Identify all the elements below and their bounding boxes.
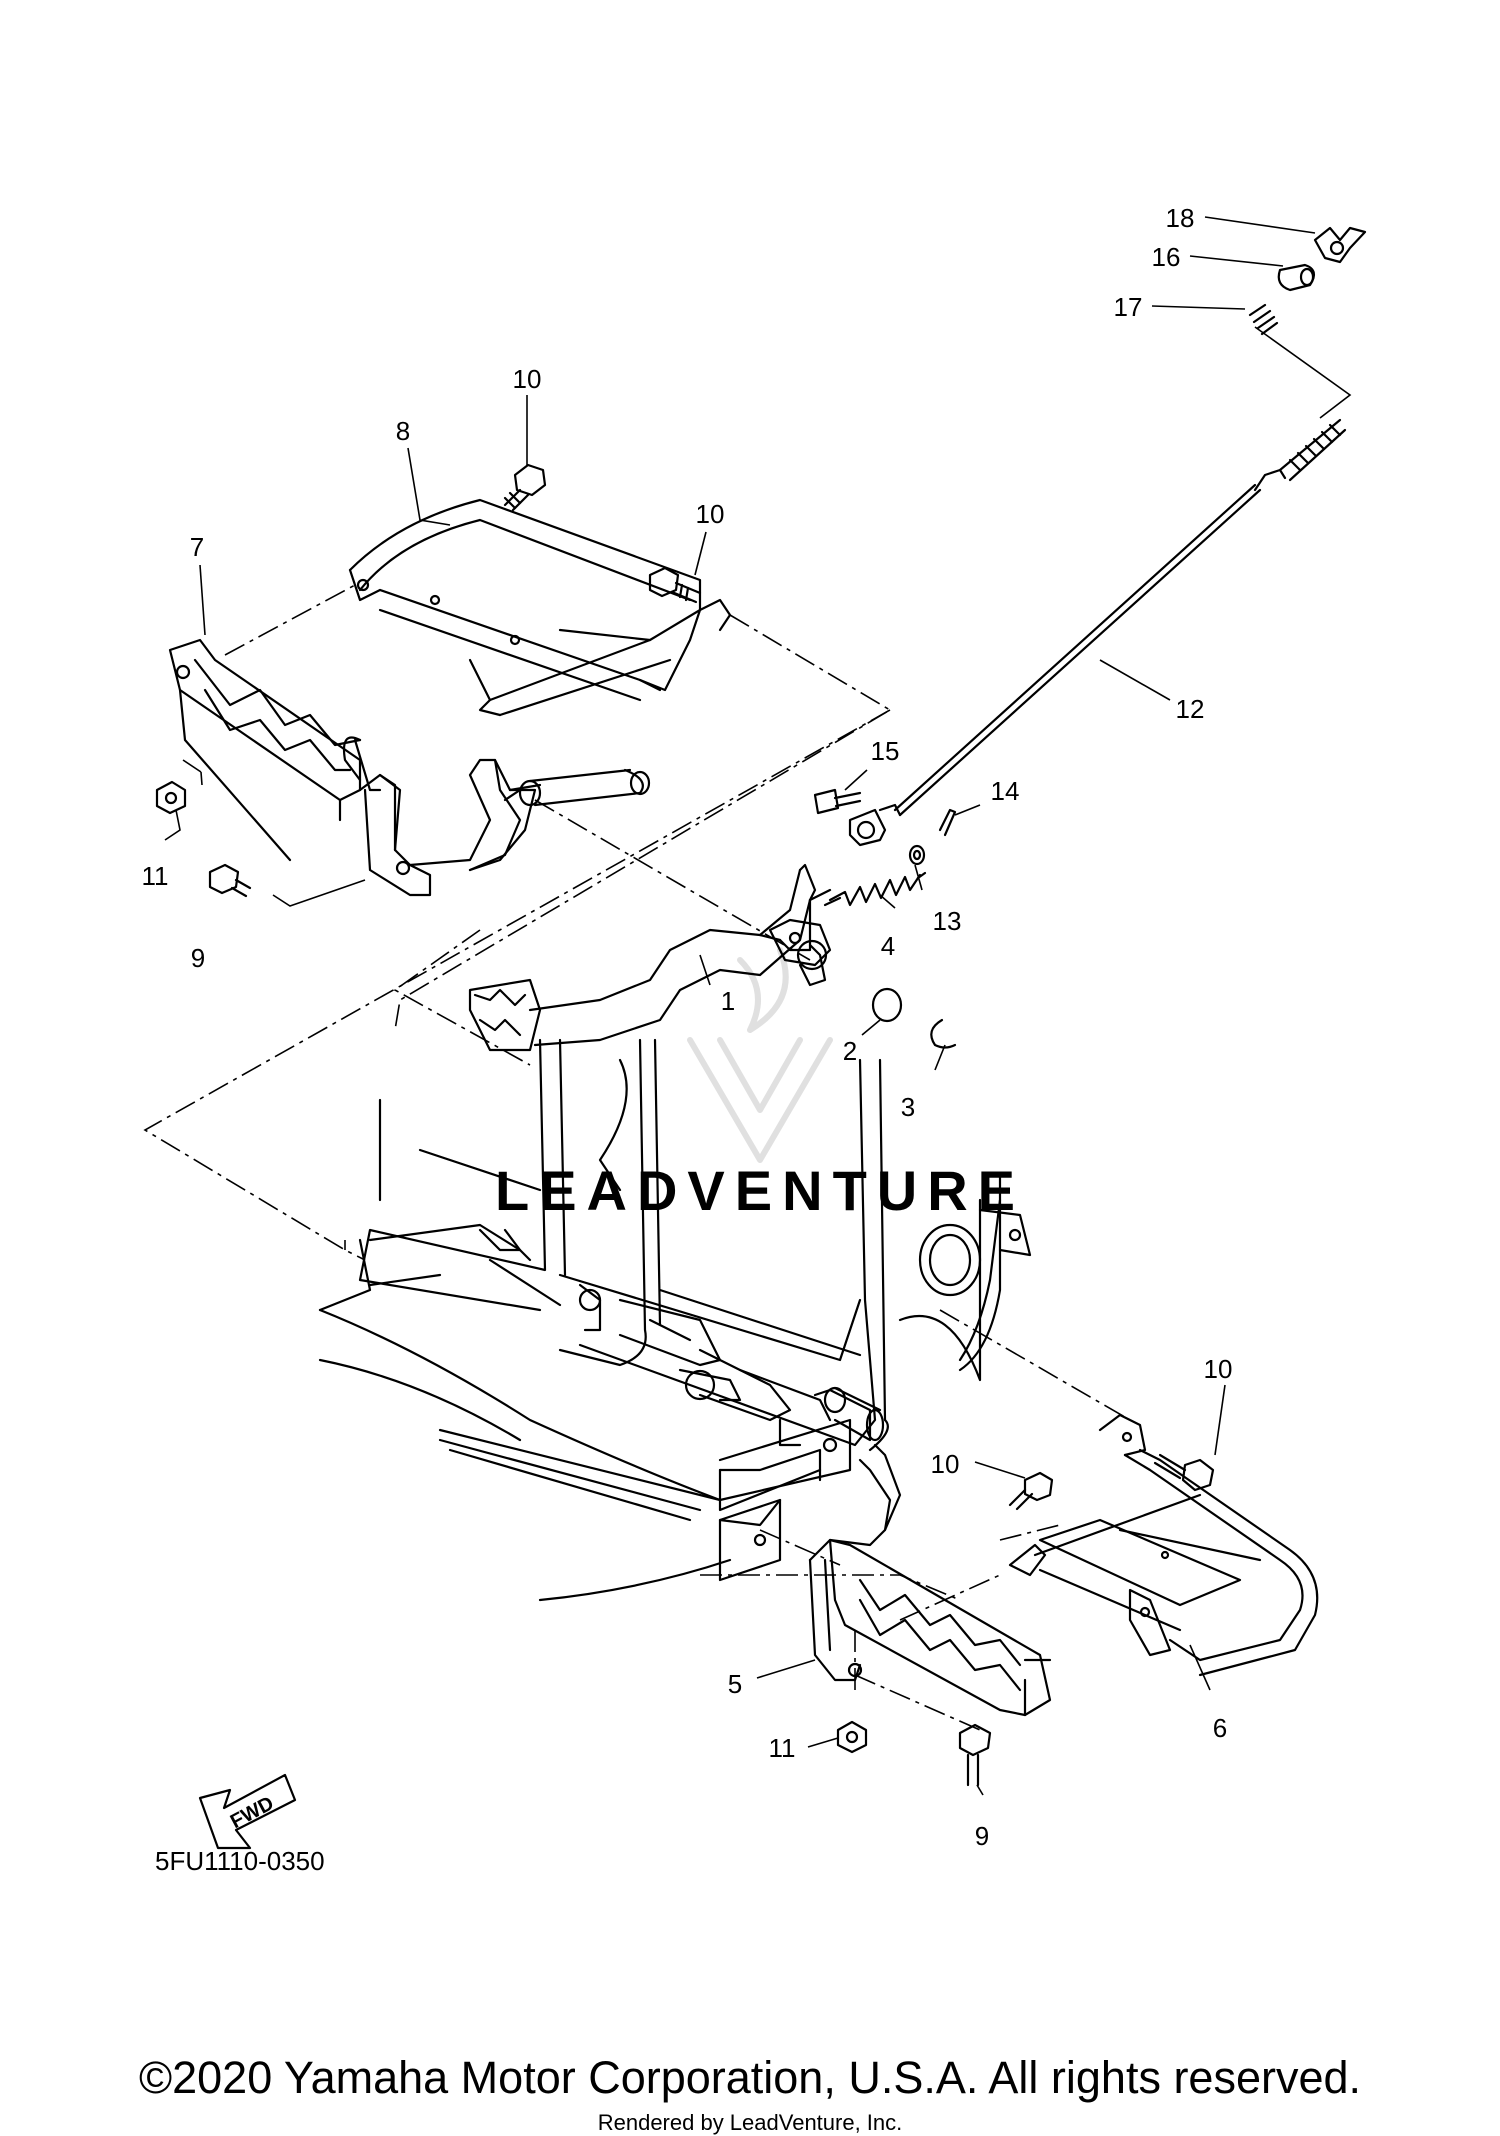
callout-7: 7 [190, 532, 204, 562]
bolt-15 [813, 788, 862, 815]
callout-9-right: 9 [975, 1821, 989, 1851]
clip-3 [930, 1018, 957, 1049]
footrest-left-7 [168, 638, 362, 862]
callout-12: 12 [1176, 694, 1205, 724]
nut-11-right [836, 1720, 868, 1754]
fwd-arrow [198, 1773, 297, 1850]
callout-18: 18 [1166, 203, 1195, 233]
part-code: 5FU1110-0350 [155, 1846, 325, 1876]
washer-2 [871, 987, 903, 1023]
leader-lines [164, 216, 1352, 1796]
callout-14: 14 [991, 776, 1020, 806]
bolt-10-right-b [1008, 1471, 1054, 1511]
washer-13 [908, 844, 926, 866]
watermark-text: LEADVENTURE [495, 1159, 1025, 1222]
callout-15: 15 [871, 736, 900, 766]
callout-13: 13 [933, 906, 962, 936]
callout-17: 17 [1114, 292, 1143, 322]
callout-labels: 18 16 17 10 8 10 7 12 15 14 11 13 4 9 1 … [142, 203, 1233, 1876]
footrest-right-5 [828, 1538, 1052, 1717]
spring-4 [823, 871, 927, 907]
callout-6: 6 [1213, 1713, 1227, 1743]
callout-2: 2 [843, 1036, 857, 1066]
bolt-10-right-a [1153, 1453, 1215, 1492]
front-bracket-6 [1008, 1413, 1319, 1677]
rendered-by-credit: Rendered by LeadVenture, Inc. [597, 2110, 903, 2135]
bolt-10-top [503, 463, 547, 512]
cotter-pin-14 [938, 808, 957, 837]
adjuster-nut-18 [1313, 226, 1367, 264]
watermark-logo [687, 947, 833, 1163]
callout-3: 3 [901, 1092, 915, 1122]
rod-12 [893, 418, 1347, 817]
bolt-9-left [208, 863, 252, 898]
fwd-label: FWD [227, 1792, 278, 1833]
callout-10-mid: 10 [696, 499, 725, 529]
callout-11-left: 11 [142, 861, 169, 891]
callout-10-top: 10 [513, 364, 542, 394]
callout-9-left: 9 [191, 943, 205, 973]
nut-11-left [155, 780, 187, 815]
copyright-notice: ©2020 Yamaha Motor Corporation, U.S.A. A… [138, 2052, 1362, 2103]
callout-4: 4 [881, 931, 895, 961]
brake-pedal-1 [468, 863, 832, 1052]
callout-16: 16 [1152, 242, 1181, 272]
spring-17 [1248, 303, 1279, 336]
callout-10-right-a: 10 [1204, 1354, 1233, 1384]
frame [318, 1038, 1032, 1602]
bolt-10-mid [648, 566, 702, 604]
joint-16 [1277, 263, 1316, 292]
callout-10-right-b: 10 [931, 1449, 960, 1479]
bracket-left [342, 736, 651, 897]
callout-11-right: 11 [769, 1733, 796, 1763]
clevis-15 [848, 803, 902, 847]
bolt-9-right [958, 1723, 992, 1787]
callout-1: 1 [721, 986, 735, 1016]
rear-bracket-8 [348, 498, 732, 717]
callout-8: 8 [396, 416, 410, 446]
callout-5: 5 [728, 1669, 742, 1699]
assembly-lines [143, 584, 1131, 1731]
